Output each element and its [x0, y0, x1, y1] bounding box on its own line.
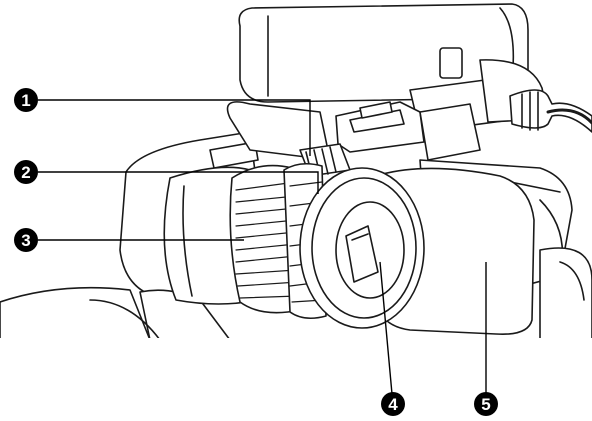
callout-2-marker	[14, 160, 38, 184]
mic-cable	[509, 89, 592, 133]
callout-4: 4	[381, 392, 405, 416]
callout-3: 3	[14, 228, 38, 252]
callout-1: 1	[14, 88, 38, 112]
leader-line-2	[38, 171, 319, 194]
callout-4-marker	[381, 392, 405, 416]
callout-5-number: 5	[481, 395, 490, 414]
camera-body-right	[539, 247, 592, 341]
callout-1-marker	[14, 88, 38, 112]
leader-line-1	[38, 99, 311, 156]
diopter-ring	[229, 164, 301, 314]
callout-1-number: 1	[21, 91, 30, 110]
leader-lines	[38, 99, 487, 395]
callout-2-number: 2	[21, 163, 30, 182]
callout-2: 2	[14, 160, 38, 184]
callout-3-marker	[14, 228, 38, 252]
callout-4-number: 4	[388, 395, 398, 414]
eyepiece-lens	[335, 201, 405, 299]
accessory-shoe	[335, 101, 481, 161]
leader-line-4	[379, 261, 393, 395]
top-handle	[209, 101, 331, 169]
callout-3-number: 3	[21, 231, 30, 250]
callout-5-marker	[474, 392, 498, 416]
callout-5: 5	[474, 392, 498, 416]
